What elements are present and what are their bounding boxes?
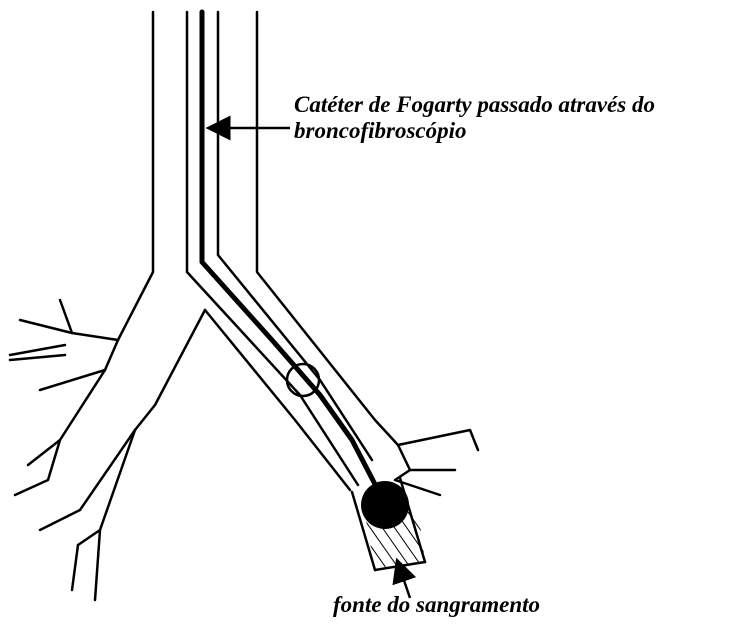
left-branch-bottom-3: [72, 545, 78, 590]
catheter-label-line2: broncofibroscópio: [294, 118, 655, 144]
bronchoscope-tip-circle: [287, 364, 319, 396]
catheter-label-line1: Catéter de Fogarty passado através do: [294, 92, 655, 118]
left-branch-upper-b: [10, 345, 65, 355]
left-branch-upper-a: [20, 320, 72, 333]
catheter-label: Catéter de Fogarty passado através do br…: [294, 92, 655, 145]
bleeding-source-label: fonte do sangramento: [333, 592, 540, 618]
carina-left-bronchus-inner: [135, 310, 205, 430]
left-branch-upper: [60, 300, 118, 340]
left-branch-bottom-2: [95, 530, 100, 600]
right-branch-upper-b: [398, 445, 455, 470]
fogarty-balloon: [361, 481, 409, 529]
right-branch-upper: [398, 430, 478, 450]
trachea-right-wall: [257, 12, 398, 445]
left-branch-mid-b: [10, 355, 65, 360]
fogarty-catheter: [202, 12, 378, 490]
left-branch-bottom-1: [78, 430, 135, 545]
carina-right-bronchus-inner: [205, 310, 350, 490]
trachea-left-wall: [118, 12, 153, 340]
left-branch-lower-a: [15, 440, 60, 495]
left-branch-lower-outer: [28, 370, 105, 465]
